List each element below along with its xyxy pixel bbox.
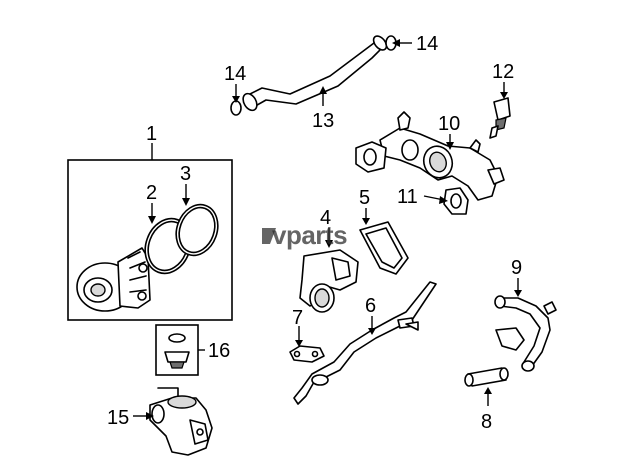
callout-7: 7 [292,307,303,329]
gasket-11-left [355,141,387,173]
coolant-hose-8: 8 [464,367,509,433]
watermark-text: vparts [272,220,347,250]
callout-10: 10 [438,113,460,135]
callout-15: 15 [107,407,129,429]
thermostat-housing-4: 4 [299,207,359,313]
callout-16: 16 [208,340,230,362]
gasket-5: 5 [359,187,409,275]
bracket-7: 7 [289,307,325,363]
coolant-housing-15: 15 [107,387,213,456]
vparts-watermark: vparts [262,220,348,250]
o-ring-14-lower: 14 [224,63,246,116]
gasket-3 [175,203,219,257]
coolant-pipe-6: 6 [293,281,437,405]
temperature-sensor-12: 12 [489,61,514,139]
callout-11: 11 [397,186,418,208]
callout-8: 8 [481,411,492,433]
callout-12: 12 [492,61,514,83]
o-ring-14-upper: 14 [385,33,438,55]
callout-9: 9 [511,257,522,279]
part-16-group: 16 [155,324,230,376]
callout-13: 13 [312,110,334,132]
callout-14-upper: 14 [416,33,438,55]
gasket-11-right [443,187,469,215]
callout-4: 4 [320,207,331,229]
callout-14-lower: 14 [224,63,246,85]
coolant-pipe-9: 9 [494,257,557,372]
coolant-hose-13: 13 [242,35,388,132]
callout-1: 1 [146,123,157,145]
callout-6: 6 [365,295,376,317]
callout-3: 3 [180,163,191,185]
callout-5: 5 [359,187,370,209]
water-pump-group: 1 2 3 [67,123,233,321]
coolant-flange-10: 10 [379,111,505,201]
callout-2: 2 [146,182,157,204]
water-pump-kit-box [67,159,233,321]
water-pump [76,247,151,312]
